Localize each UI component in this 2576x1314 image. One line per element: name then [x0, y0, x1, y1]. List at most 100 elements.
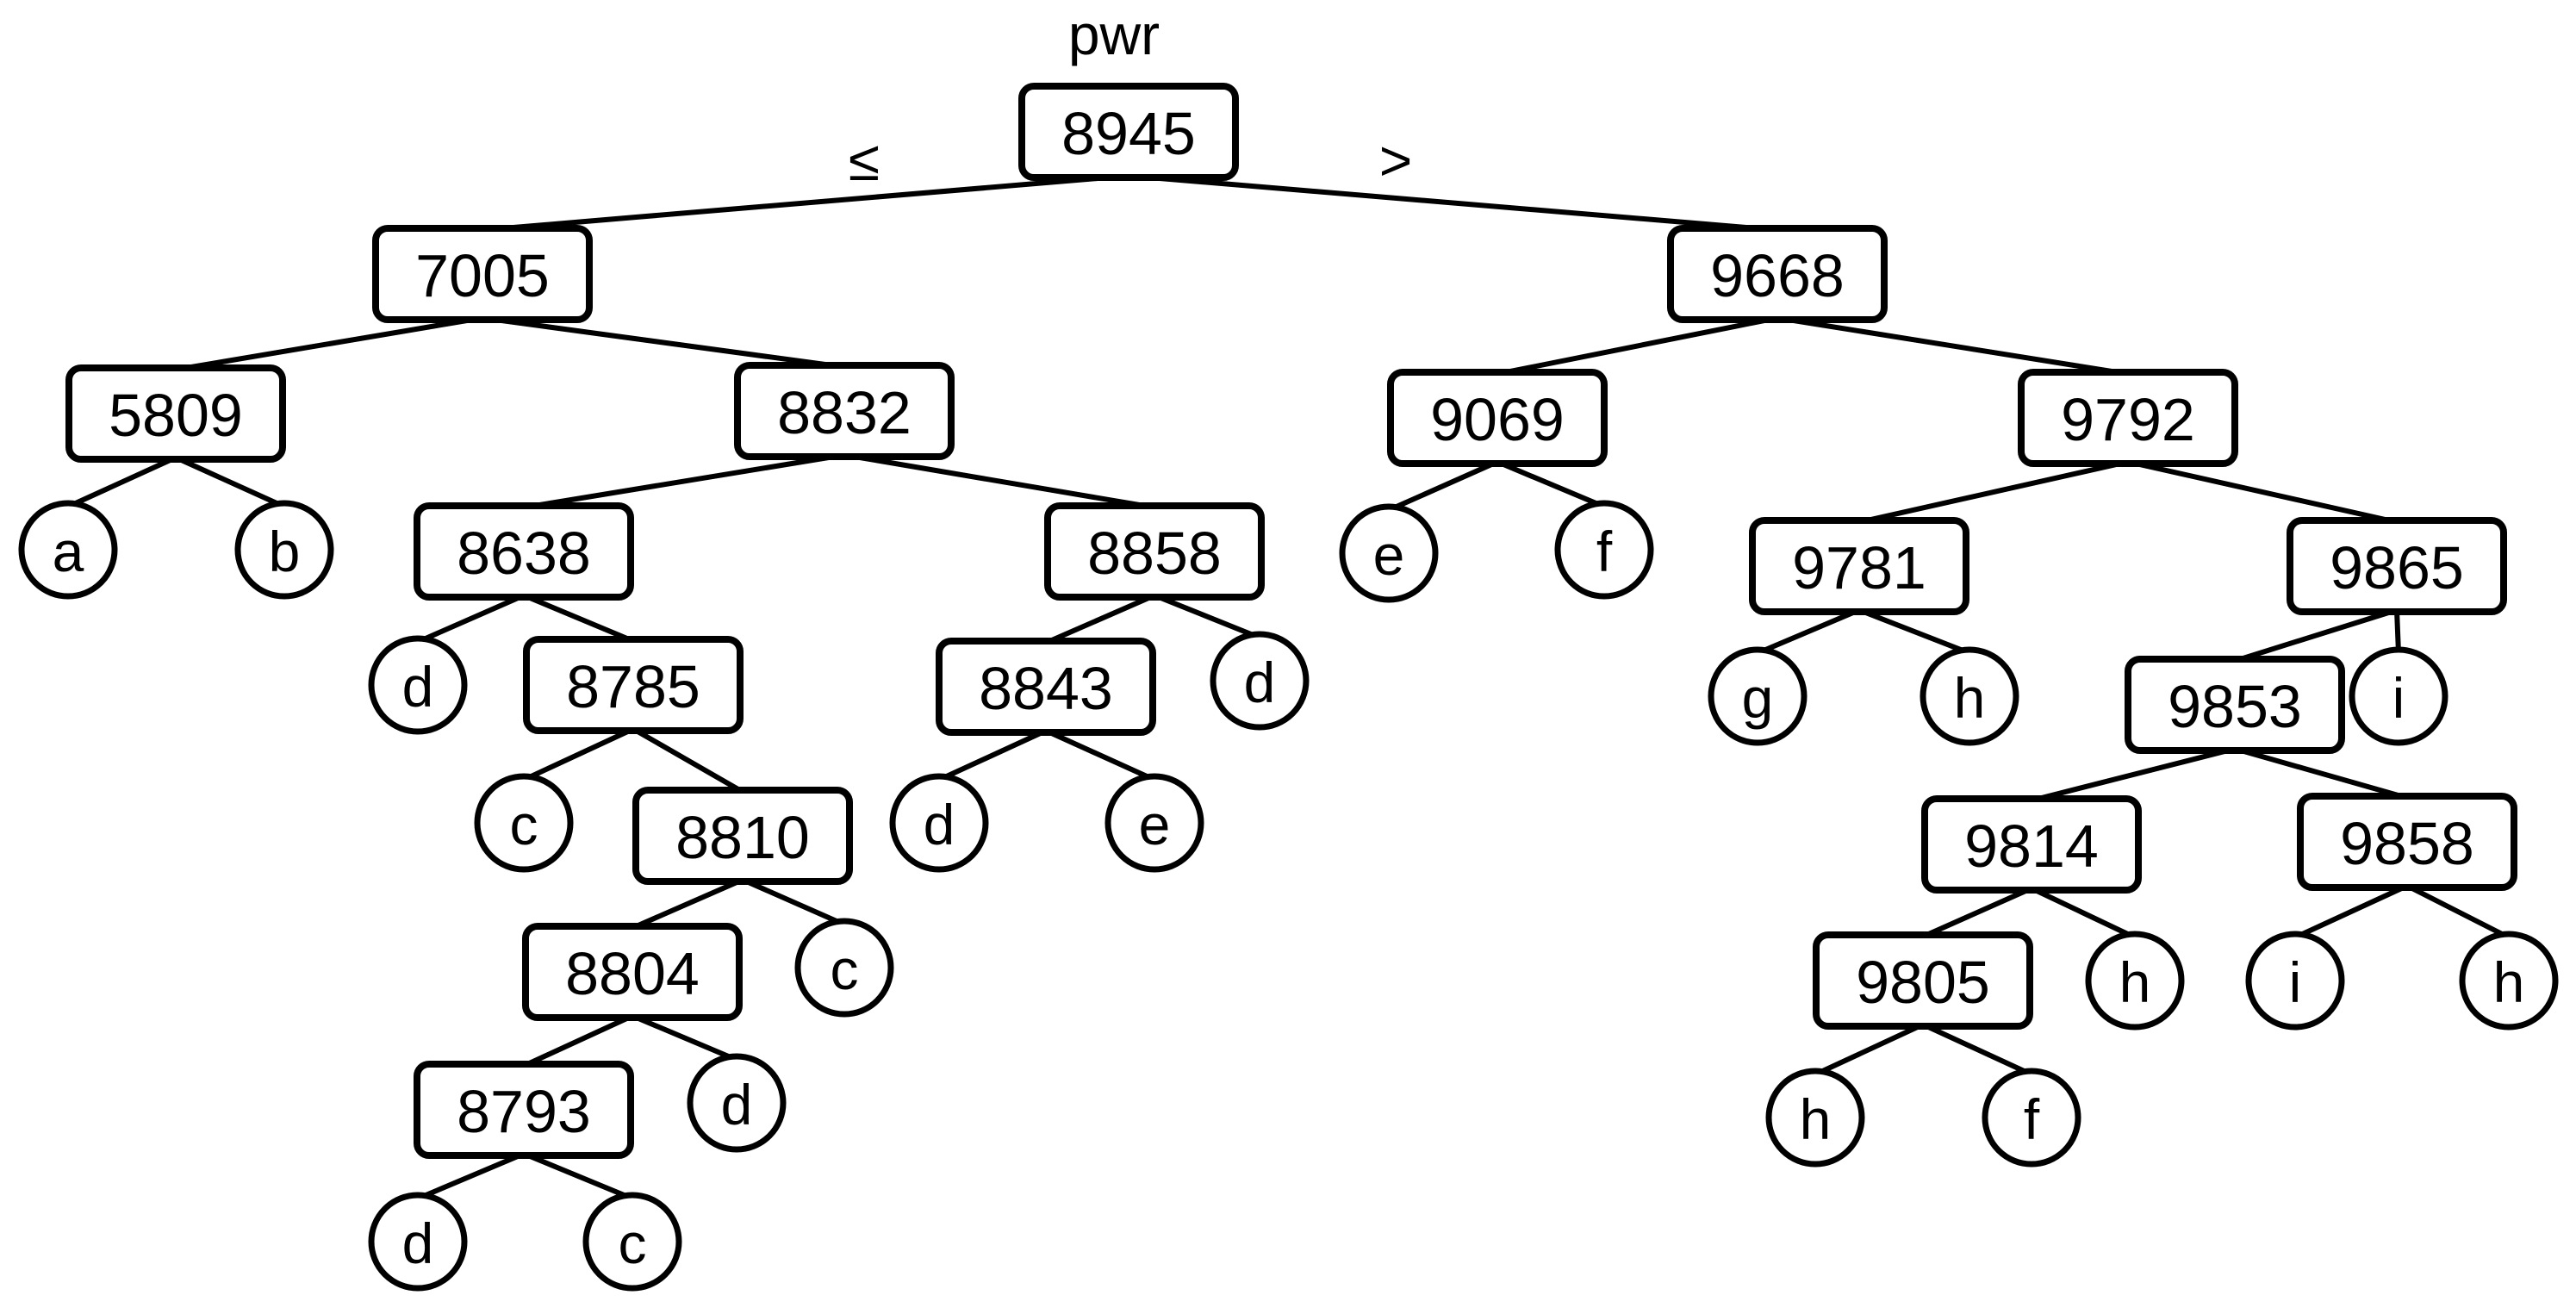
split-node-label: 8785: [566, 653, 700, 720]
split-node-8804: 8804: [522, 923, 743, 1021]
edge-n8804-ld2: [630, 1013, 739, 1062]
split-node-label: 9668: [1710, 242, 1845, 309]
leaf-node-label: i: [2392, 666, 2405, 730]
leaf-node-circle: [2459, 931, 2559, 1031]
leaf-node-e: e: [1104, 773, 1204, 873]
leaf-node-circle: [368, 1192, 468, 1292]
edge-n9814-n9805: [1920, 886, 2034, 939]
split-node-box: [1749, 517, 1969, 615]
leaf-node-c: c: [474, 773, 574, 873]
leaf-node-label: d: [721, 1073, 753, 1137]
split-node-box: [1921, 795, 2142, 894]
leaf-node-circle: [1104, 773, 1204, 873]
edge-n7005-n5809: [173, 315, 485, 372]
leaf-node-circle: [234, 500, 334, 600]
leaf-node-circle: [1708, 646, 1808, 746]
split-node-9792: 9792: [2018, 369, 2238, 467]
leaf-node-label: g: [1742, 666, 1774, 730]
split-node-5809: 5809: [65, 364, 286, 463]
split-node-label: 9853: [2168, 673, 2302, 740]
split-node-box: [414, 502, 634, 601]
edge-n8810-n8804: [630, 877, 745, 931]
edge-n5809-lb1: [173, 455, 287, 509]
edge-n8945-n9668: [1126, 173, 1780, 233]
leaf-node-d: d: [368, 1192, 468, 1292]
leaf-node-circle: [2245, 931, 2345, 1031]
edge-n8804-n8793: [521, 1013, 635, 1068]
leaf-node-label: d: [402, 655, 434, 719]
tree-edges: [65, 173, 2511, 1201]
variable-label: pwr: [1068, 3, 1160, 66]
split-node-label: 8793: [457, 1078, 591, 1145]
edge-n8793-lc3: [521, 1151, 635, 1201]
leaf-node-circle: [889, 773, 989, 873]
split-node-box: [1813, 931, 2033, 1030]
edge-n9865-n9853: [2232, 607, 2399, 663]
split-node-label: 9865: [2330, 534, 2464, 601]
leaf-node-d: d: [1210, 631, 1310, 731]
edge-n9069-lf1: [1495, 459, 1607, 509]
leaf-node-circle: [1920, 646, 2019, 746]
leaf-node-label: f: [2024, 1087, 2040, 1151]
split-node-box: [65, 364, 286, 463]
split-node-box: [2297, 793, 2517, 891]
leaf-node-label: h: [2493, 950, 2525, 1014]
leaf-node-label: e: [1373, 523, 1405, 587]
leaf-node-c: c: [582, 1192, 682, 1292]
split-node-label: 9781: [1792, 534, 1926, 601]
split-node-label: 8843: [979, 655, 1113, 722]
split-node-9668: 9668: [1667, 225, 1888, 323]
split-node-box: [522, 923, 743, 1021]
split-node-box: [523, 636, 744, 734]
split-node-label: 9792: [2061, 386, 2195, 453]
edge-n8793-ld3: [415, 1151, 526, 1201]
split-node-9805: 9805: [1813, 931, 2033, 1030]
leaf-node-label: d: [924, 793, 955, 856]
edge-n8810-lc2: [740, 877, 847, 927]
branch-label-left: ≤: [849, 128, 880, 192]
edge-n9814-lh2: [2029, 886, 2137, 940]
leaf-node-circle: [1339, 503, 1439, 603]
split-node-9814: 9814: [1921, 795, 2142, 894]
leaf-node-label: e: [1139, 793, 1171, 856]
split-node-8832: 8832: [734, 362, 955, 460]
edge-n9781-lg1: [1755, 607, 1862, 656]
split-node-8793: 8793: [414, 1061, 634, 1159]
leaf-node-circle: [1765, 1068, 1865, 1168]
edge-n9858-lh4: [2405, 883, 2511, 940]
leaf-node-circle: [474, 773, 574, 873]
leaf-node-f: f: [1982, 1068, 2081, 1168]
leaf-node-h: h: [1765, 1068, 1865, 1168]
leaf-node-d: d: [687, 1053, 787, 1153]
split-node-box: [2287, 517, 2507, 615]
split-node-box: [632, 787, 853, 885]
split-node-label: 8810: [675, 804, 810, 871]
leaf-node-label: i: [2289, 950, 2302, 1014]
split-node-box: [2018, 369, 2238, 467]
edge-n8785-lc1: [521, 726, 636, 782]
split-node-box: [372, 225, 593, 323]
leaf-node-circle: [368, 635, 468, 735]
split-node-label: 9814: [1964, 813, 2099, 880]
leaf-node-label: h: [1800, 1087, 1832, 1151]
leaf-node-circle: [2085, 931, 2185, 1031]
edge-n9858-li2: [2293, 883, 2410, 940]
split-node-8638: 8638: [414, 502, 634, 601]
split-node-label: 8945: [1061, 100, 1196, 167]
leaf-node-label: c: [510, 793, 538, 856]
leaf-node-label: c: [619, 1211, 647, 1275]
leaf-node-g: g: [1708, 646, 1808, 746]
leaf-node-label: c: [831, 937, 859, 1001]
edge-n9805-lf2: [1920, 1022, 2034, 1077]
split-node-label: 8638: [457, 520, 591, 587]
edge-n7005-n8832: [480, 315, 847, 370]
leaf-node-circle: [687, 1053, 787, 1153]
edge-n8785-n8810: [631, 726, 745, 794]
edge-n9865-li1: [2394, 607, 2401, 656]
leaf-node-i: i: [2245, 931, 2345, 1031]
edge-n8832-n8858: [842, 452, 1157, 510]
split-node-label: 9069: [1430, 386, 1565, 453]
split-node-9858: 9858: [2297, 793, 2517, 891]
edge-n8843-ld5: [936, 728, 1048, 782]
leaf-node-h: h: [1920, 646, 2019, 746]
